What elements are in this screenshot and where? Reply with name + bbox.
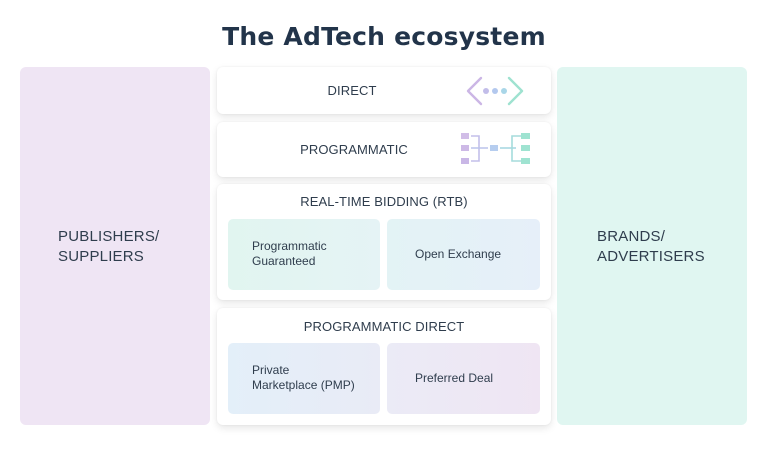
programmatic-guaranteed-line1: Programmatic [252, 239, 327, 253]
preferred-deal-label: Preferred Deal [415, 371, 494, 385]
publishers-label-line2: SUPPLIERS [58, 248, 144, 265]
rtb-card: REAL-TIME BIDDING (RTB) Programmatic Gua… [217, 184, 551, 300]
private-marketplace-line2: Marketplace (PMP) [252, 378, 355, 392]
advertisers-label-line2: ADVERTISERS [597, 248, 705, 265]
open-exchange-label: Open Exchange [415, 247, 502, 261]
diagram-title: The AdTech ecosystem [222, 22, 546, 51]
programmatic-guaranteed-line2: Guaranteed [252, 254, 316, 268]
programmatic-direct-label: PROGRAMMATIC DIRECT [303, 319, 465, 334]
direct-label: DIRECT [327, 83, 377, 98]
rtb-label: REAL-TIME BIDDING (RTB) [300, 194, 468, 209]
private-marketplace-line1: Private [252, 363, 290, 377]
programmatic-card: PROGRAMMATIC [217, 122, 551, 177]
programmatic-guaranteed-box: Programmatic Guaranteed [228, 219, 380, 290]
publishers-label-line1: PUBLISHERS/ [58, 228, 160, 245]
preferred-deal-box: Preferred Deal [387, 343, 540, 414]
publishers-label: PUBLISHERS/ SUPPLIERS [58, 227, 159, 267]
programmatic-label: PROGRAMMATIC [300, 142, 408, 157]
publishers-panel: PUBLISHERS/ SUPPLIERS [20, 67, 210, 425]
hierarchy-flow-icon [459, 131, 533, 172]
private-marketplace-box: Private Marketplace (PMP) [228, 343, 380, 414]
code-arrows-icon [465, 75, 527, 112]
open-exchange-box: Open Exchange [387, 219, 540, 290]
programmatic-direct-card: PROGRAMMATIC DIRECT Private Marketplace … [217, 308, 551, 425]
advertisers-label-line1: BRANDS/ [597, 228, 666, 245]
direct-card: DIRECT [217, 67, 551, 114]
advertisers-panel: BRANDS/ ADVERTISERS [557, 67, 747, 425]
advertisers-label: BRANDS/ ADVERTISERS [597, 227, 705, 267]
